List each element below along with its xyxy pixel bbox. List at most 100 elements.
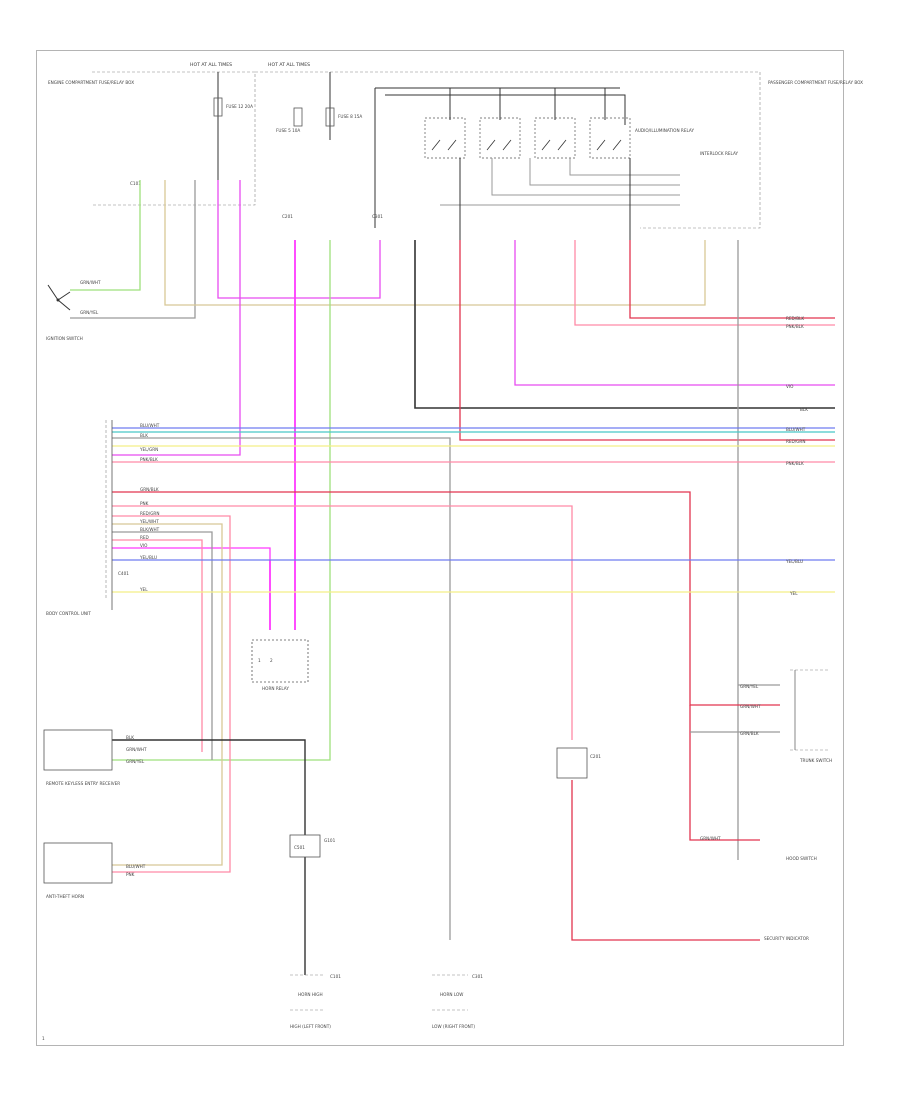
c-connector-3: C301 — [372, 214, 383, 219]
wire-label-red-grn: RED/GRN — [140, 511, 159, 516]
security-indicator-label: SECURITY INDICATOR — [764, 936, 809, 941]
fuse-box-right-label: PASSENGER COMPARTMENT FUSE/RELAY BOX — [768, 80, 863, 85]
wire-pink-loop-2 — [112, 539, 203, 752]
page-number: 1 — [42, 1036, 45, 1041]
wire-label-grn-blk-t: GRN/BLK — [740, 731, 759, 736]
c-connector-2: C201 — [282, 214, 293, 219]
horn-relay-label: HORN RELAY — [262, 686, 289, 691]
wire-violet-left — [112, 180, 241, 456]
trunk-switch-label: TRUNK SWITCH — [799, 758, 832, 763]
wire-label-red: RED — [140, 535, 149, 540]
top-fuse-section: HOT AT ALL TIMES HOT AT ALL TIMES ENGINE… — [48, 62, 863, 245]
fuse-b-icon — [325, 107, 335, 127]
wire-label-pnk-at: PNK — [126, 872, 135, 877]
g-ground-label: G101 — [324, 838, 336, 843]
rlabel-pnk-blk: PNK/BLK — [786, 324, 804, 329]
wire-magenta-bcu — [112, 547, 271, 560]
wire-label-pnk: PNK — [140, 501, 149, 506]
fuse-a-icon — [213, 97, 223, 117]
security-indicator-conn: C201 — [590, 754, 601, 759]
horn-low-label: HORN LOW — [440, 992, 463, 997]
hot-at-all-times-2: HOT AT ALL TIMES — [268, 62, 310, 68]
wire-red-indicator — [571, 780, 760, 941]
wire-label-grn-wht: GRN/WHT — [80, 280, 101, 285]
rlabel-vio: VIO — [786, 384, 794, 389]
svg-text:2: 2 — [270, 658, 273, 663]
ignition-switch: IGNITION SWITCH GRN/WHT GRN/YEL — [46, 280, 101, 341]
wire-black-horn — [112, 739, 306, 870]
fuse-box-right-outline — [255, 71, 761, 229]
c-connector-1: C101 — [130, 181, 141, 186]
receiver-block: REMOTE KEYLESS ENTRY RECEIVER BLK GRN/WH… — [43, 729, 147, 786]
wire-label-blk-wht: BLK/WHT — [140, 527, 160, 532]
wire-label-grn-wht-rk: GRN/WHT — [126, 747, 147, 752]
rlabel-red-grn: RED/GRN — [786, 439, 805, 444]
wire-label-yel-grn: YEL/GRN — [139, 447, 158, 452]
bcu-label: BODY CONTROL UNIT — [46, 611, 91, 616]
wire-label-grn-wht-t: GRN/WHT — [740, 704, 761, 709]
wire-pink-bcu — [112, 505, 573, 740]
rlabel-blu-wht: BLU/WHT — [786, 427, 806, 432]
wire-tan-loop — [112, 523, 223, 866]
rlabel-red-blk: RED/BLK — [786, 316, 804, 321]
horn-low: HORN LOW C301 LOW (RIGHT FRONT) — [432, 974, 483, 1029]
c-connector-5: C501 — [294, 845, 305, 850]
trunk-switch: GRN/YEL GRN/WHT GRN/BLK TRUNK SWITCH GRN… — [700, 669, 832, 861]
wire-label-vio: VIO — [140, 543, 148, 548]
wire-gray-loop — [112, 531, 213, 760]
wire-red-trunk — [689, 705, 760, 841]
wire-label-blu-wht-at: BLU/WHT — [126, 864, 146, 869]
wire-violet-top — [217, 180, 381, 299]
connector-security: C201 SECURITY INDICATOR — [556, 747, 809, 941]
wire-label-grn-blk: GRN/BLK — [140, 487, 159, 492]
wire-gray-ign — [70, 180, 196, 319]
wire-label-blk: BLK — [140, 433, 148, 438]
wire-pink-1 — [574, 240, 835, 326]
connector-c501: C501 G101 — [289, 834, 336, 858]
wire-label-blu-wht: BLU/WHT — [140, 423, 160, 428]
rlabel-blk: BLK — [800, 407, 808, 412]
horn-high-desc: HIGH (LEFT FRONT) — [290, 1024, 331, 1029]
wire-label-yel: YEL — [139, 587, 148, 592]
upper-connector-pins: C101 C201 C301 — [130, 181, 383, 219]
interlock-relay-label: INTERLOCK RELAY — [700, 151, 738, 156]
anti-theft-block: ANTI-THEFT HORN BLU/WHT PNK — [43, 842, 146, 899]
horn-high-label: HORN HIGH — [298, 992, 323, 997]
hood-switch-label: HOOD SWITCH — [786, 856, 817, 861]
relay-block-label: AUDIO/ILLUMINATION RELAY — [635, 128, 694, 133]
wire-label-yel-blu: YEL/BLU — [139, 555, 157, 560]
wire-label-grn-yel-t: GRN/YEL — [740, 684, 759, 689]
wire-label-grn-yel-rk: GRN/YEL — [126, 759, 145, 764]
fuse-c-icon — [293, 107, 303, 127]
wire-label-yel-wht: YEL/WHT — [139, 519, 159, 524]
right-wire-labels: RED/BLK PNK/BLK VIO BLK BLU/WHT RED/GRN … — [785, 316, 808, 596]
wire-tan — [164, 180, 706, 306]
wire-black-h — [414, 240, 835, 409]
body-control-unit: BODY CONTROL UNIT BLU/WHT BLK YEL/GRN PN… — [46, 420, 160, 616]
wire-red-2 — [629, 240, 835, 319]
relay-block — [374, 87, 680, 245]
horn-relay: 1 2 HORN RELAY — [251, 639, 309, 691]
diagram-frame — [36, 50, 844, 1046]
wire-label-grn-yel: GRN/YEL — [80, 310, 99, 315]
wire-red-bcu-1 — [112, 491, 780, 706]
hot-at-all-times-1: HOT AT ALL TIMES — [190, 62, 232, 68]
wires — [70, 180, 835, 975]
horn-high: HORN HIGH C101 HIGH (LEFT FRONT) — [290, 974, 341, 1029]
fuse-a-label: FUSE 12 20A — [226, 104, 253, 109]
c-connector-4: C401 — [118, 571, 129, 576]
rlabel-pnk-blk-2: PNK/BLK — [786, 461, 804, 466]
anti-theft-label: ANTI-THEFT HORN — [46, 894, 84, 899]
fuse-box-left-label: ENGINE COMPARTMENT FUSE/RELAY BOX — [48, 80, 134, 85]
horn-low-conn: C301 — [472, 974, 483, 979]
ignition-switch-label: IGNITION SWITCH — [46, 336, 83, 341]
fuse-box-left-outline — [92, 71, 256, 206]
svg-text:1: 1 — [258, 658, 261, 663]
wire-green-long — [112, 240, 331, 761]
receiver-label: REMOTE KEYLESS ENTRY RECEIVER — [46, 781, 120, 786]
wire-pink-loop — [112, 515, 231, 873]
fuse-c-label: FUSE 5 10A — [276, 128, 300, 133]
fuse-b-label: FUSE 8 15A — [338, 114, 362, 119]
horn-low-desc: LOW (RIGHT FRONT) — [432, 1024, 475, 1029]
